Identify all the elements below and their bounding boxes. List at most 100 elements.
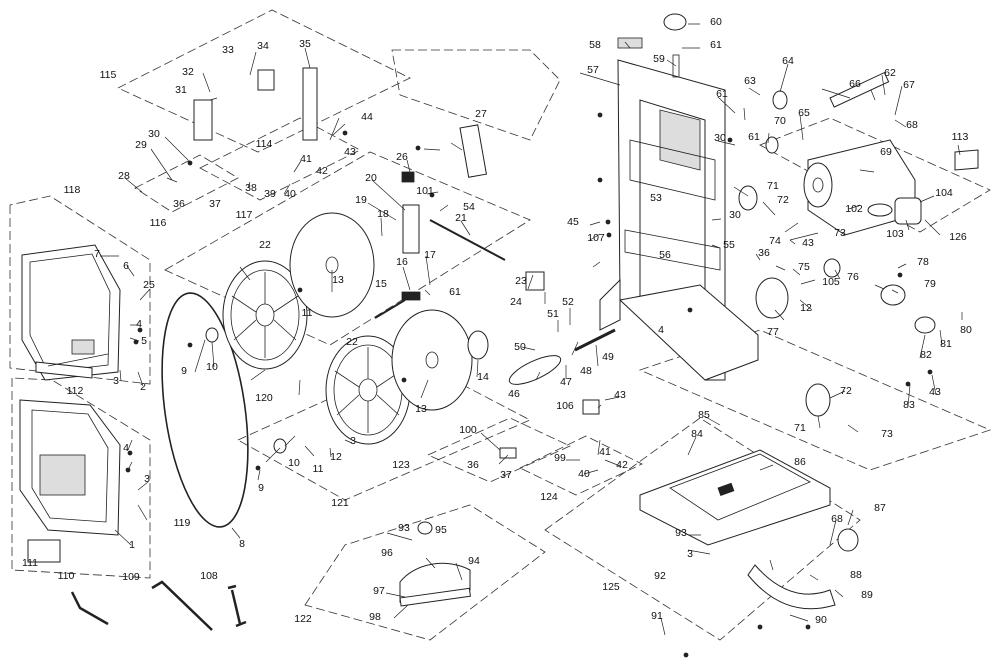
part-number-41-2: 41 bbox=[599, 446, 611, 458]
part-number-13-1: 13 bbox=[332, 274, 344, 286]
upper-tire-13 bbox=[289, 212, 375, 318]
part-number-100: 100 bbox=[459, 424, 477, 436]
part-number-19: 19 bbox=[355, 194, 367, 206]
part-number-3-4: 3 bbox=[687, 548, 693, 560]
part-number-49: 49 bbox=[602, 351, 614, 363]
part-number-28: 28 bbox=[118, 170, 130, 182]
block-26 bbox=[401, 171, 415, 183]
part-number-26: 26 bbox=[396, 151, 408, 163]
part-number-37-1: 37 bbox=[209, 198, 221, 210]
part-number-13-2: 13 bbox=[415, 403, 427, 415]
drive-belt bbox=[508, 355, 562, 385]
part-number-33: 33 bbox=[222, 44, 234, 56]
part-number-4-1: 4 bbox=[136, 318, 142, 330]
part-number-18: 18 bbox=[377, 208, 389, 220]
group-121-outline bbox=[237, 359, 531, 501]
part-number-56: 56 bbox=[659, 249, 671, 261]
part-number-24: 24 bbox=[510, 296, 522, 308]
part-number-37-2: 37 bbox=[500, 469, 512, 481]
part-number-7: 7 bbox=[94, 248, 100, 260]
part-number-39: 39 bbox=[264, 188, 276, 200]
part-number-16: 16 bbox=[396, 256, 408, 268]
hex-key-110 bbox=[70, 591, 109, 626]
part-number-12-1: 12 bbox=[330, 451, 342, 463]
part-number-66: 66 bbox=[849, 78, 861, 90]
part-number-92: 92 bbox=[654, 570, 666, 582]
part-number-1: 1 bbox=[129, 539, 135, 551]
part-number-71-2: 71 bbox=[794, 422, 806, 434]
part-number-30-1: 30 bbox=[148, 128, 160, 140]
knob-64 bbox=[772, 90, 788, 110]
part-number-65: 65 bbox=[798, 107, 810, 119]
part-number-51: 51 bbox=[547, 308, 559, 320]
part-number-64: 64 bbox=[782, 55, 794, 67]
part-number-47: 47 bbox=[560, 376, 572, 388]
part-number-45: 45 bbox=[567, 216, 579, 228]
part-number-5: 5 bbox=[141, 335, 147, 347]
gear-71-upper bbox=[738, 185, 758, 211]
lower-wheel-cover bbox=[19, 399, 121, 536]
part-number-104: 104 bbox=[935, 187, 953, 199]
knob-70 bbox=[765, 136, 779, 154]
spring-59 bbox=[672, 54, 680, 78]
part-number-9-1: 9 bbox=[181, 365, 187, 377]
part-number-2: 2 bbox=[140, 381, 146, 393]
conduit-66 bbox=[829, 71, 890, 108]
group-125-outline bbox=[544, 417, 861, 641]
part-number-113: 113 bbox=[952, 131, 969, 143]
part-number-96: 96 bbox=[381, 547, 393, 559]
part-number-60: 60 bbox=[710, 16, 722, 28]
part-number-122: 122 bbox=[294, 613, 312, 625]
part-number-callouts: 1233334445678991010111112121313141516171… bbox=[22, 16, 972, 626]
part-number-84: 84 bbox=[691, 428, 703, 440]
part-number-29: 29 bbox=[135, 139, 147, 151]
part-number-43-2: 43 bbox=[802, 237, 814, 249]
bracket-27 bbox=[459, 124, 487, 178]
part-number-114: 114 bbox=[256, 138, 273, 150]
saw-blade bbox=[161, 292, 249, 528]
part-number-94: 94 bbox=[468, 555, 480, 567]
part-number-125: 125 bbox=[602, 581, 620, 593]
part-number-115: 115 bbox=[100, 69, 117, 81]
part-number-118: 118 bbox=[64, 184, 81, 196]
part-number-87: 87 bbox=[874, 502, 886, 514]
hardware-dots bbox=[125, 112, 933, 658]
part-number-80: 80 bbox=[960, 324, 972, 336]
frame-cap-58 bbox=[617, 37, 643, 49]
part-number-102: 102 bbox=[845, 203, 863, 215]
upper-wheel-cover bbox=[21, 244, 121, 381]
part-number-58: 58 bbox=[589, 39, 601, 51]
part-number-79: 79 bbox=[924, 278, 936, 290]
part-number-43-3: 43 bbox=[929, 386, 941, 398]
part-number-73-1: 73 bbox=[834, 227, 846, 239]
part-number-59: 59 bbox=[653, 53, 665, 65]
gear-71-lower bbox=[805, 383, 831, 417]
part-number-44: 44 bbox=[361, 111, 373, 123]
part-number-14: 14 bbox=[477, 371, 489, 383]
block-16 bbox=[401, 291, 421, 301]
part-number-123: 123 bbox=[392, 459, 410, 471]
part-number-22-1: 22 bbox=[259, 239, 271, 251]
main-frame bbox=[599, 59, 759, 381]
part-number-55: 55 bbox=[723, 239, 735, 251]
part-number-32: 32 bbox=[182, 66, 194, 78]
part-number-69: 69 bbox=[880, 146, 892, 158]
part-number-82: 82 bbox=[920, 349, 932, 361]
part-number-12-2: 12 bbox=[800, 302, 812, 314]
part-number-30-3: 30 bbox=[729, 209, 741, 221]
knob-87 bbox=[837, 528, 859, 552]
plate-113 bbox=[954, 149, 979, 171]
lower-tire-13 bbox=[391, 309, 473, 411]
knob-82 bbox=[914, 316, 936, 334]
part-number-27: 27 bbox=[475, 108, 487, 120]
part-number-126: 126 bbox=[949, 231, 967, 243]
guard-31 bbox=[193, 99, 213, 141]
part-number-3-3: 3 bbox=[350, 435, 356, 447]
part-number-63: 63 bbox=[744, 75, 756, 87]
part-number-108: 108 bbox=[200, 570, 218, 582]
part-number-15: 15 bbox=[375, 278, 387, 290]
part-number-61-3: 61 bbox=[748, 131, 760, 143]
part-number-68-2: 68 bbox=[831, 513, 843, 525]
part-number-52: 52 bbox=[562, 296, 574, 308]
part-number-9-2: 9 bbox=[258, 482, 264, 494]
